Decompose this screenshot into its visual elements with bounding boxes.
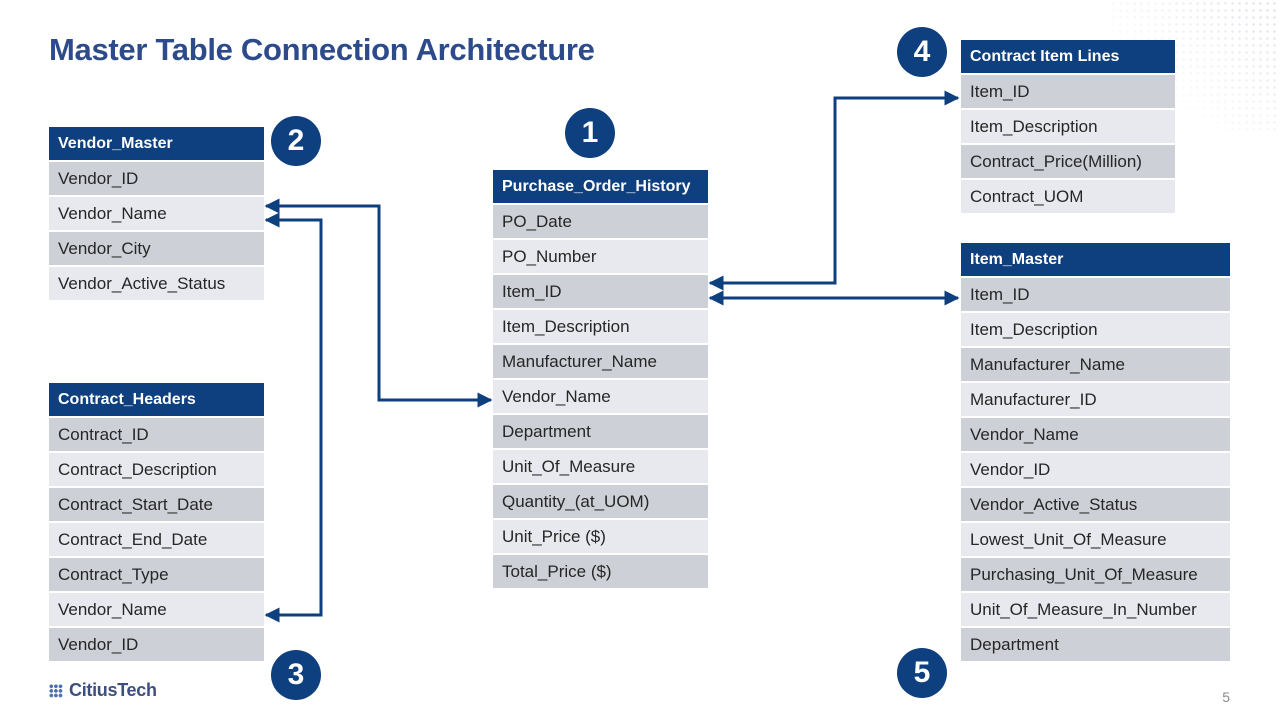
connector-po-history-to-contract-item-lines bbox=[708, 90, 960, 291]
table-row-item-id: Item_ID bbox=[493, 275, 708, 308]
table-row-vendor-name: Vendor_Name bbox=[49, 197, 264, 230]
badge-contract-item-lines: 4 bbox=[897, 27, 947, 77]
table-header: Contract Item Lines bbox=[961, 40, 1175, 73]
table-contract-headers: Contract_Headers Contract_ID Contract_De… bbox=[49, 383, 264, 661]
table-row-po-number: PO_Number bbox=[493, 240, 708, 273]
connector-vendor-master-to-po-history bbox=[264, 198, 493, 408]
table-row-unit-of-measure: Unit_Of_Measure bbox=[493, 450, 708, 483]
table-row-vendor-active-status: Vendor_Active_Status bbox=[961, 488, 1230, 521]
table-row-item-description: Item_Description bbox=[961, 110, 1175, 143]
table-header: Contract_Headers bbox=[49, 383, 264, 416]
table-purchase-order-history: Purchase_Order_History PO_Date PO_Number… bbox=[493, 170, 708, 588]
table-row-manufacturer-name: Manufacturer_Name bbox=[493, 345, 708, 378]
badge-contract-headers: 3 bbox=[271, 650, 321, 700]
table-vendor-master: Vendor_Master Vendor_ID Vendor_Name Vend… bbox=[49, 127, 264, 300]
table-row-vendor-id: Vendor_ID bbox=[49, 162, 264, 195]
table-row-contract-end-date: Contract_End_Date bbox=[49, 523, 264, 556]
table-row-contract-id: Contract_ID bbox=[49, 418, 264, 451]
table-row-vendor-name: Vendor_Name bbox=[49, 593, 264, 626]
table-row-vendor-name: Vendor_Name bbox=[493, 380, 708, 413]
table-row-po-date: PO_Date bbox=[493, 205, 708, 238]
badge-purchase-order-history: 1 bbox=[565, 108, 615, 158]
table-row-contract-description: Contract_Description bbox=[49, 453, 264, 486]
logo-dots-icon bbox=[49, 683, 63, 698]
page-number: 5 bbox=[1222, 689, 1230, 705]
table-row-vendor-city: Vendor_City bbox=[49, 232, 264, 265]
table-row-vendor-name: Vendor_Name bbox=[961, 418, 1230, 451]
table-item-master: Item_Master Item_ID Item_Description Man… bbox=[961, 243, 1230, 661]
table-row-unit-price: Unit_Price ($) bbox=[493, 520, 708, 553]
badge-vendor-master: 2 bbox=[271, 116, 321, 166]
table-row-item-description: Item_Description bbox=[961, 313, 1230, 346]
table-row-lowest-unit-of-measure: Lowest_Unit_Of_Measure bbox=[961, 523, 1230, 556]
table-header: Purchase_Order_History bbox=[493, 170, 708, 203]
table-row-purchasing-unit-of-measure: Purchasing_Unit_Of_Measure bbox=[961, 558, 1230, 591]
table-row-total-price: Total_Price ($) bbox=[493, 555, 708, 588]
table-contract-item-lines: Contract Item Lines Item_ID Item_Descrip… bbox=[961, 40, 1175, 213]
table-row-item-id: Item_ID bbox=[961, 75, 1175, 108]
table-row-contract-price: Contract_Price(Million) bbox=[961, 145, 1175, 178]
table-row-vendor-id: Vendor_ID bbox=[49, 628, 264, 661]
table-row-contract-start-date: Contract_Start_Date bbox=[49, 488, 264, 521]
table-row-department: Department bbox=[493, 415, 708, 448]
table-row-quantity: Quantity_(at_UOM) bbox=[493, 485, 708, 518]
table-row-department: Department bbox=[961, 628, 1230, 661]
table-row-item-id: Item_ID bbox=[961, 278, 1230, 311]
table-row-item-description: Item_Description bbox=[493, 310, 708, 343]
table-header: Vendor_Master bbox=[49, 127, 264, 160]
company-logo: CitiusTech bbox=[49, 680, 157, 701]
table-row-contract-uom: Contract_UOM bbox=[961, 180, 1175, 213]
badge-item-master: 5 bbox=[897, 648, 947, 698]
table-row-manufacturer-id: Manufacturer_ID bbox=[961, 383, 1230, 416]
table-header: Item_Master bbox=[961, 243, 1230, 276]
table-row-vendor-id: Vendor_ID bbox=[961, 453, 1230, 486]
connector-contract-headers-to-vendor-master bbox=[264, 212, 323, 623]
table-row-unit-of-measure-in-number: Unit_Of_Measure_In_Number bbox=[961, 593, 1230, 626]
table-row-manufacturer-name: Manufacturer_Name bbox=[961, 348, 1230, 381]
table-row-vendor-active-status: Vendor_Active_Status bbox=[49, 267, 264, 300]
table-row-contract-type: Contract_Type bbox=[49, 558, 264, 591]
page-title: Master Table Connection Architecture bbox=[49, 32, 595, 67]
logo-text: CitiusTech bbox=[69, 680, 157, 700]
